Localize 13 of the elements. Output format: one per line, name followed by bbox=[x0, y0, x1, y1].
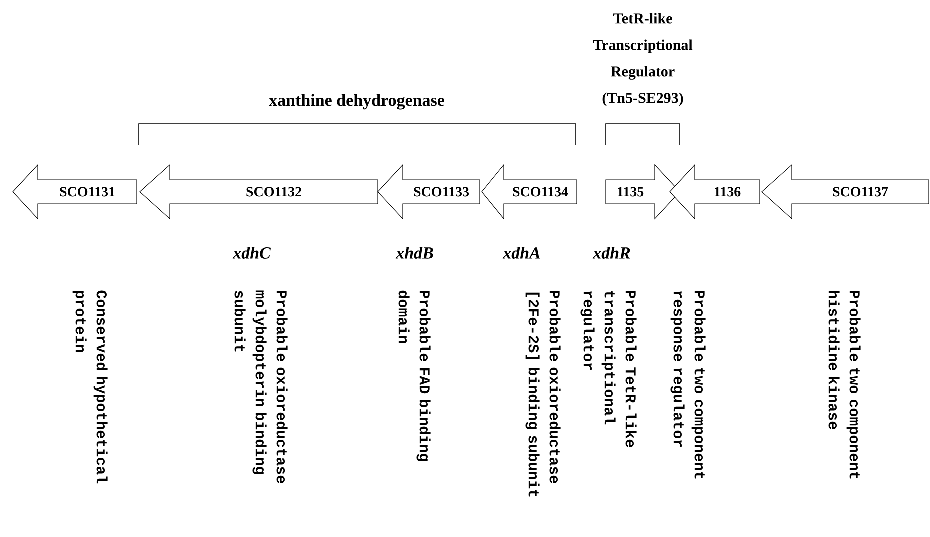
gene-name: xdhR bbox=[592, 247, 630, 259]
bracket-label: TetR-like Transcriptional Regulator (Tn5-SE293) bbox=[593, 13, 693, 106]
gene-description: Probable oxioreductase molybdopterin binding subunit bbox=[234, 290, 288, 484]
gene-description: Probable TetR-like transcriptional regulator bbox=[580, 291, 637, 448]
gene-description: Probable FAD binding domain bbox=[398, 290, 431, 462]
gene-description: Probable two component histidine kinase bbox=[828, 291, 861, 479]
gene-name: xdhA bbox=[502, 247, 540, 259]
gene-description: Probable oxioreductase [2Fe-2S] binding subunit bbox=[526, 291, 561, 497]
bracket-label: xanthine dehydrogenase bbox=[269, 94, 444, 110]
gene-description: Probable two component response regulator bbox=[670, 291, 706, 479]
gene-name: xhdB bbox=[396, 247, 434, 259]
gene-description: Conserved hypothetical protein bbox=[72, 290, 108, 484]
gene-name: xdhC bbox=[232, 247, 272, 259]
